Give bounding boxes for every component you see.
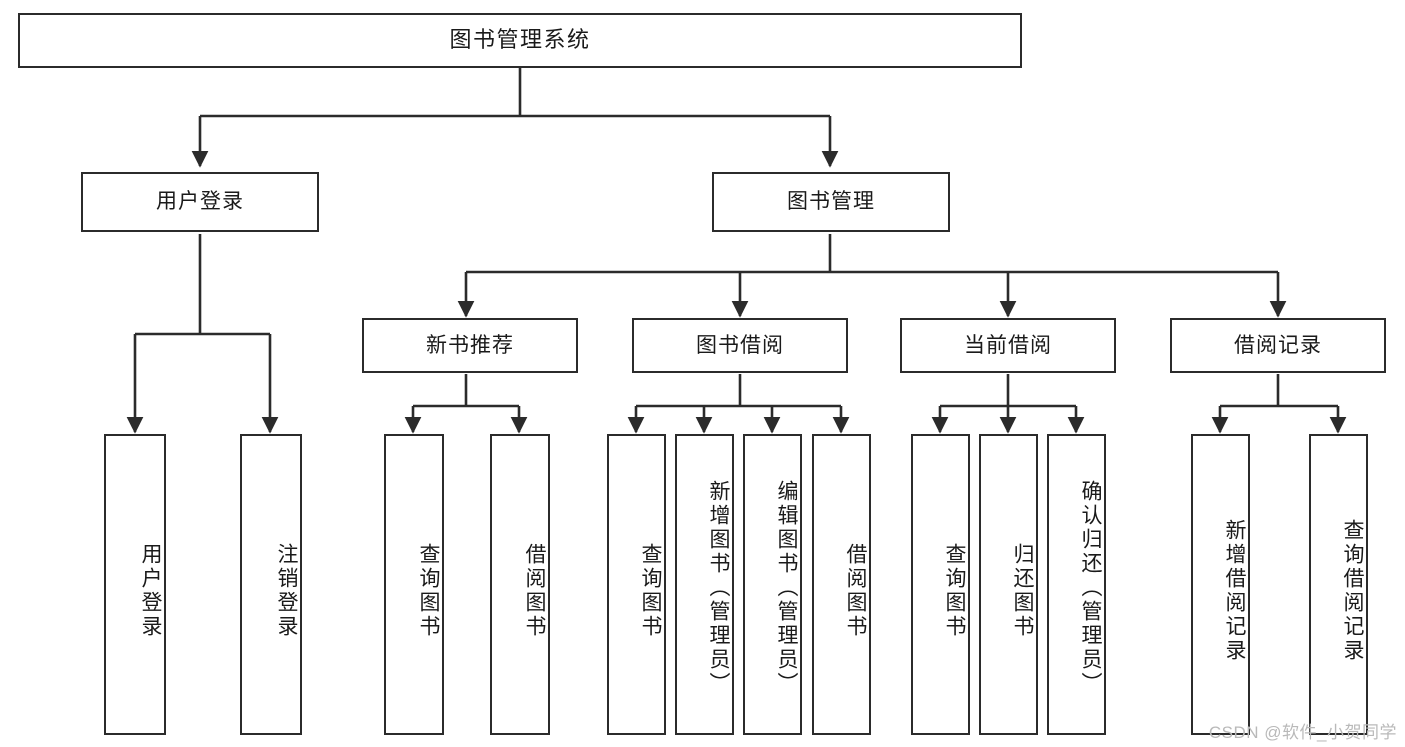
- node-current-borrow-label: 当前借阅: [964, 333, 1052, 357]
- leaf-cb-query-book-label: 查询图书: [943, 542, 966, 639]
- node-book-borrow-label: 图书借阅: [696, 333, 784, 357]
- leaf-logout[interactable]: 注销登录: [240, 434, 302, 735]
- leaf-cb-query-book[interactable]: 查询图书: [911, 434, 970, 735]
- leaf-user-login-label: 用户登录: [139, 542, 162, 639]
- leaf-bb-edit-book-label: 编辑图书（管理员）: [775, 479, 798, 696]
- leaf-nb-query-book-label: 查询图书: [417, 542, 440, 639]
- node-book-borrow[interactable]: 图书借阅: [632, 318, 848, 373]
- node-current-borrow[interactable]: 当前借阅: [900, 318, 1116, 373]
- leaf-cb-return-book[interactable]: 归还图书: [979, 434, 1038, 735]
- node-user-login-label: 用户登录: [156, 190, 244, 214]
- leaf-user-login[interactable]: 用户登录: [104, 434, 166, 735]
- leaf-cb-confirm-return[interactable]: 确认归还（管理员）: [1047, 434, 1106, 735]
- leaf-br-add-record[interactable]: 新增借阅记录: [1191, 434, 1250, 735]
- node-user-login[interactable]: 用户登录: [81, 172, 319, 232]
- leaf-br-query-record-label: 查询借阅记录: [1341, 518, 1364, 663]
- node-book-manage-label: 图书管理: [787, 190, 875, 214]
- node-new-book-recommend[interactable]: 新书推荐: [362, 318, 578, 373]
- leaf-bb-borrow-book[interactable]: 借阅图书: [812, 434, 871, 735]
- leaf-bb-add-book[interactable]: 新增图书（管理员）: [675, 434, 734, 735]
- leaf-nb-borrow-book-label: 借阅图书: [523, 542, 546, 639]
- leaf-bb-edit-book[interactable]: 编辑图书（管理员）: [743, 434, 802, 735]
- node-borrow-record-label: 借阅记录: [1234, 333, 1322, 357]
- node-root-system[interactable]: 图书管理系统: [18, 13, 1022, 68]
- leaf-nb-borrow-book[interactable]: 借阅图书: [490, 434, 550, 735]
- leaf-logout-label: 注销登录: [275, 542, 298, 639]
- leaf-br-add-record-label: 新增借阅记录: [1223, 518, 1246, 663]
- leaf-bb-borrow-book-label: 借阅图书: [844, 542, 867, 639]
- leaf-bb-query-book[interactable]: 查询图书: [607, 434, 666, 735]
- node-new-book-recommend-label: 新书推荐: [426, 333, 514, 357]
- node-root-label: 图书管理系统: [449, 27, 591, 53]
- leaf-nb-query-book[interactable]: 查询图书: [384, 434, 444, 735]
- leaf-bb-add-book-label: 新增图书（管理员）: [707, 479, 730, 696]
- node-book-manage[interactable]: 图书管理: [712, 172, 950, 232]
- leaf-bb-query-book-label: 查询图书: [639, 542, 662, 639]
- leaf-br-query-record[interactable]: 查询借阅记录: [1309, 434, 1368, 735]
- leaf-cb-return-book-label: 归还图书: [1011, 542, 1034, 639]
- csdn-watermark: CSDN @软件_小贺同学: [1208, 723, 1397, 742]
- leaf-cb-confirm-return-label: 确认归还（管理员）: [1079, 479, 1102, 696]
- node-borrow-record[interactable]: 借阅记录: [1170, 318, 1386, 373]
